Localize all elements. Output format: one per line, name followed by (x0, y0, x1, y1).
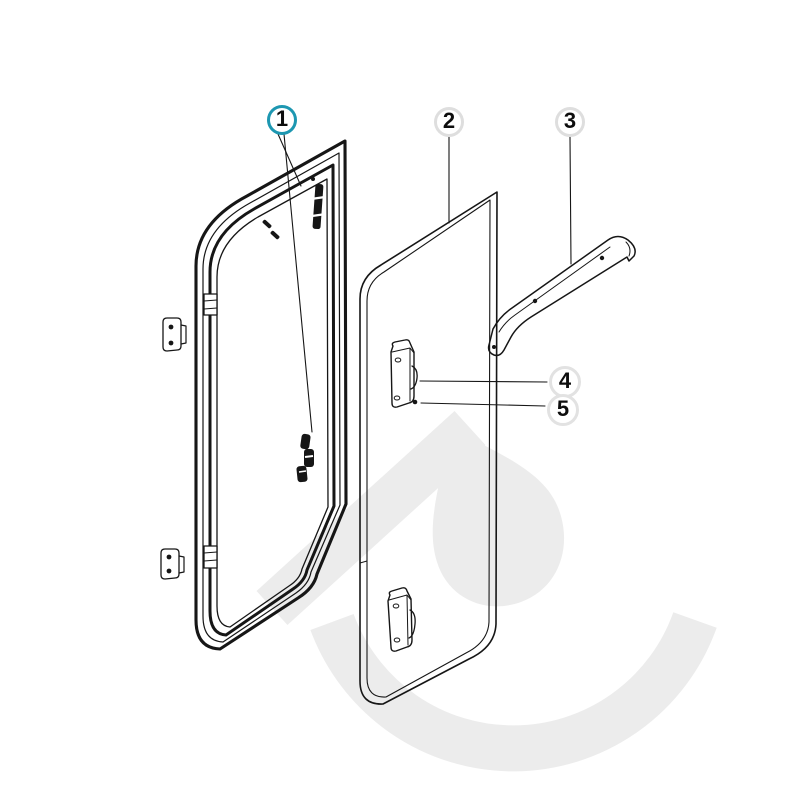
rail-screw-hole (532, 298, 538, 304)
callout-1: 1 (267, 105, 297, 135)
part-3-drip-rail (487, 235, 636, 357)
rail-screw-hole (599, 255, 605, 261)
latch-upper-icon (390, 339, 418, 408)
rail-hook-line (625, 241, 631, 257)
keeper-block-bottom (203, 545, 218, 569)
hinge-middle-icon (296, 433, 314, 483)
frame-seal-line (216, 178, 329, 628)
leader-4 (419, 380, 548, 383)
hinge-lower-icon (387, 587, 416, 652)
frame-inner-band (208, 163, 336, 637)
rail-outline (487, 235, 636, 357)
part-1-window-frame (160, 139, 348, 651)
callout-1-label: 1 (275, 106, 289, 131)
callout-3-label: 3 (563, 108, 577, 133)
leader-1a (277, 133, 302, 187)
leader-3 (569, 136, 572, 265)
watermark-logo (256, 410, 717, 772)
door-outer-outline (359, 191, 498, 705)
frame-profile-line (202, 152, 341, 643)
callout-4-label: 4 (558, 368, 572, 393)
leader-lines (277, 133, 572, 433)
frame-outer-outline (194, 139, 348, 651)
part-2-door-panel (359, 191, 498, 705)
leader-5 (420, 402, 546, 407)
door-inner-outline (366, 199, 491, 698)
screw-icons (262, 219, 280, 240)
keeper-block-top (203, 293, 218, 316)
door-edge-joint (359, 560, 368, 564)
watermark-droplet (432, 429, 565, 607)
callout-4: 4 (549, 366, 581, 398)
watermark-belly-arc (310, 612, 717, 772)
callout-5: 5 (547, 394, 579, 426)
callout-5-label: 5 (556, 396, 570, 421)
rail-inner-line (498, 246, 611, 333)
fixing-point-dot (412, 399, 418, 405)
callout-2-label: 2 (442, 108, 456, 133)
hinge-top-icon (310, 177, 327, 230)
rail-screw-hole (492, 345, 496, 349)
leader-1b (283, 133, 313, 433)
striker-plate-top (162, 317, 187, 352)
striker-plate-bottom (160, 548, 185, 580)
callout-3: 3 (555, 107, 585, 137)
callout-2: 2 (434, 107, 464, 137)
